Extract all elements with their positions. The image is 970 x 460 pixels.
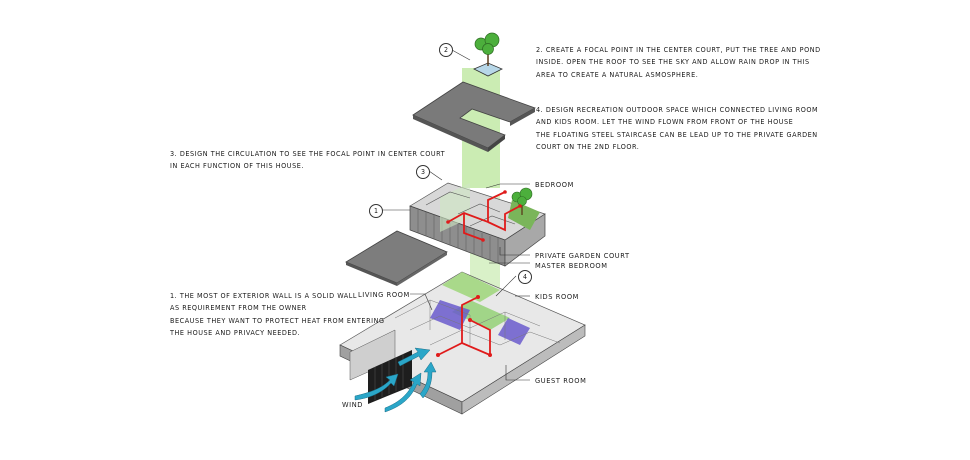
label-master-bedroom: MASTER BEDROOM	[535, 261, 608, 270]
label-bedroom: BEDROOM	[535, 180, 574, 189]
label-wind: WIND	[342, 400, 364, 409]
note-focal-point: 2. CREATE A FOCAL POINT IN THE CENTER CO…	[536, 45, 821, 79]
wind-arrows-icon	[354, 347, 437, 413]
ground-floor-volume	[339, 271, 586, 415]
second-floor-circulation-path	[447, 191, 521, 241]
label-guest-room: GUEST ROOM	[535, 376, 587, 385]
label-kids-room: KIDS ROOM	[535, 292, 579, 301]
label-private-garden-court: PRIVATE GARDEN COURT	[535, 251, 630, 260]
marker-3: 3	[416, 165, 430, 179]
marker-2: 2	[439, 43, 453, 57]
note-recreation-space: 4. DESIGN RECREATION OUTDOOR SPACE WHICH…	[536, 105, 819, 152]
note-solid-wall: 1. THE MOST OF EXTERIOR WALL IS A SOLID …	[170, 291, 385, 338]
top-tree-icon	[473, 32, 503, 77]
label-living-room: LIVING ROOM	[358, 290, 410, 299]
second-floor-tree-icon	[511, 187, 533, 215]
marker-1: 1	[369, 204, 383, 218]
second-floor-volume	[409, 182, 546, 267]
marker-4: 4	[518, 270, 532, 284]
note-circulation: 3. DESIGN THE CIRCULATION TO SEE THE FOC…	[170, 149, 446, 171]
detached-slab	[345, 230, 448, 286]
leader-lines	[382, 49, 530, 381]
roof-slab	[412, 81, 536, 152]
